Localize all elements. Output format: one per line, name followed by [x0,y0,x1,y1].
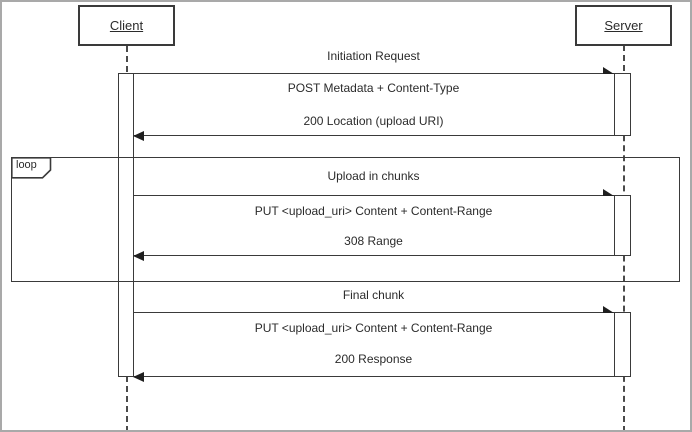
message-label-200-response: 200 Response [334,352,413,366]
actor-server: Server [575,5,672,46]
section-title-initiation: Initiation Request [327,49,420,63]
server-activation-bar-1 [614,73,631,136]
arrowhead-left-icon [133,131,144,141]
message-line-200-location [133,135,614,136]
arrowhead-right-icon [603,306,614,313]
loop-pentagon-icon [11,157,52,179]
section-title-upload-chunks: Upload in chunks [327,169,420,183]
client-activation-bar [118,73,134,377]
actor-server-label: Server [604,18,643,33]
arrowhead-right-icon [603,67,614,74]
actor-client: Client [78,5,175,46]
message-label-put-chunk: PUT <upload_uri> Content + Content-Range [254,204,493,218]
message-line-put-final [133,312,614,313]
server-activation-bar-3 [614,312,631,377]
section-title-final-chunk: Final chunk [342,288,405,302]
loop-fragment-frame [11,157,680,282]
message-label-post-metadata: POST Metadata + Content-Type [287,81,460,95]
arrowhead-right-icon [603,189,614,196]
loop-operator-label: loop [16,159,37,171]
actor-client-label: Client [109,18,144,33]
message-label-308-range: 308 Range [344,234,403,248]
message-line-200-response [133,376,614,377]
message-line-post-metadata [133,73,614,74]
message-line-308-range [133,255,614,256]
message-label-200-location: 200 Location (upload URI) [303,114,444,128]
server-activation-bar-2 [614,195,631,256]
message-label-put-final: PUT <upload_uri> Content + Content-Range [254,321,493,335]
arrowhead-left-icon [133,251,144,261]
message-line-put-chunk [133,195,614,196]
arrowhead-left-icon [133,372,144,382]
